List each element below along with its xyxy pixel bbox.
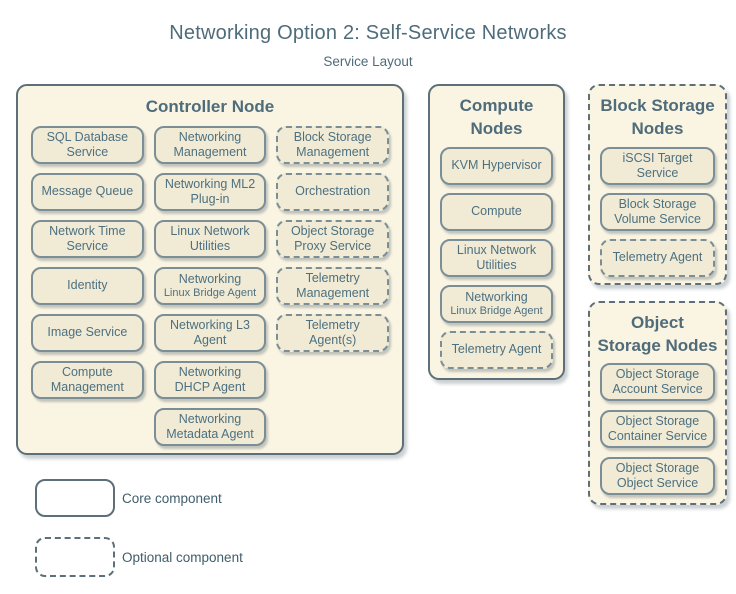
service-box-telemetry-agents: Telemetry Agent(s): [276, 314, 389, 352]
service-box-block-storage-management: Block Storage Management: [276, 126, 389, 164]
service-box-identity: Identity: [31, 267, 144, 305]
service-label: KVM Hypervisor: [451, 158, 542, 173]
legend-optional-label: Optional component: [122, 550, 243, 565]
service-label: Networking ML2 Plug-in: [164, 176, 256, 206]
block-storage-nodes-stack: iSCSI Target Service Block Storage Volum…: [590, 147, 725, 277]
service-box-networking-linux-bridge-agent: Networking Linux Bridge Agent: [440, 285, 553, 323]
service-label: Linux Network Utilities: [170, 223, 250, 253]
page-title: Networking Option 2: Self-Service Networ…: [169, 22, 567, 44]
service-box-object-storage-object-service: Object Storage Object Service: [600, 457, 715, 495]
service-box-networking-management: Networking Management: [153, 126, 267, 164]
service-sublabel: Linux Bridge Agent: [450, 304, 543, 317]
service-label: Object Storage Proxy Service: [290, 223, 375, 253]
service-box-message-queue: Message Queue: [31, 173, 144, 211]
object-storage-nodes-stack: Object Storage Account Service Object St…: [590, 363, 725, 495]
service-label: Image Service: [47, 325, 128, 340]
service-box-compute: Compute: [440, 193, 553, 231]
service-label: Network Time Service: [49, 223, 126, 253]
service-box-iscsi-target-service: iSCSI Target Service: [600, 147, 715, 185]
service-label: Telemetry Agent: [451, 342, 542, 357]
service-label: Message Queue: [41, 184, 134, 199]
service-label: Linux Network Utilities: [456, 242, 537, 272]
service-box-linux-network-utilities: Linux Network Utilities: [153, 220, 267, 258]
service-box-telemetry-agent: Telemetry Agent: [440, 331, 553, 369]
service-box-object-storage-proxy-service: Object Storage Proxy Service: [276, 220, 389, 258]
service-label: Compute: [471, 204, 522, 219]
service-label: Block Storage Management: [293, 129, 372, 159]
object-storage-nodes-title: Object Storage Nodes: [597, 313, 718, 355]
service-box-image-service: Image Service: [31, 314, 144, 352]
compute-nodes-box: Compute Nodes KVM Hypervisor Compute Lin…: [428, 84, 565, 380]
service-label: Object Storage Account Service: [612, 366, 703, 396]
legend-optional-swatch: [35, 537, 115, 577]
block-storage-nodes-title: Block Storage Nodes: [600, 96, 715, 138]
service-label: Telemetry Agent: [612, 250, 703, 265]
service-box-network-time-service: Network Time Service: [31, 220, 144, 258]
service-label: Identity: [67, 278, 108, 293]
service-box-sql-database-service: SQL Database Service: [31, 126, 144, 164]
service-sublabel: Linux Bridge Agent: [163, 286, 257, 299]
service-label: Networking: [465, 289, 528, 304]
service-box-compute-management: Compute Management: [31, 361, 144, 399]
service-box-telemetry-management: Telemetry Management: [276, 267, 389, 305]
service-label: Networking DHCP Agent: [174, 364, 246, 394]
controller-node-box: Controller Node SQL Database Service Net…: [16, 84, 404, 455]
service-label: Networking Management: [173, 129, 247, 159]
service-box-block-storage-volume-service: Block Storage Volume Service: [600, 193, 715, 231]
service-label: Telemetry Management: [296, 270, 370, 300]
service-label: Block Storage Volume Service: [614, 196, 701, 226]
compute-nodes-stack: KVM Hypervisor Compute Linux Network Uti…: [430, 147, 563, 369]
service-box-networking-linux-bridge-agent: Networking Linux Bridge Agent: [153, 267, 267, 305]
page-subtitle: Service Layout: [323, 54, 413, 69]
service-box-linux-network-utilities: Linux Network Utilities: [440, 239, 553, 277]
service-box-networking-l3-agent: Networking L3 Agent: [153, 314, 267, 352]
service-label: Telemetry Agent(s): [305, 317, 360, 347]
object-storage-nodes-box: Object Storage Nodes Object Storage Acco…: [588, 301, 727, 505]
service-label: Compute Management: [50, 364, 124, 394]
legend-core-label: Core component: [122, 491, 222, 506]
service-box-networking-dhcp-agent: Networking DHCP Agent: [153, 361, 267, 399]
service-label: Networking: [178, 271, 242, 286]
service-label: Networking Metadata Agent: [166, 411, 254, 441]
service-label: Object Storage Object Service: [615, 460, 700, 490]
controller-node-title: Controller Node: [145, 97, 275, 116]
compute-nodes-title: Compute Nodes: [459, 96, 534, 138]
legend-core-swatch: [35, 479, 115, 517]
service-label: Orchestration: [295, 184, 371, 199]
service-box-orchestration: Orchestration: [276, 173, 389, 211]
service-box-object-storage-account-service: Object Storage Account Service: [600, 363, 715, 401]
service-label: SQL Database Service: [46, 129, 129, 159]
controller-node-grid: SQL Database Service Networking Manageme…: [31, 126, 389, 446]
service-label: Object Storage Container Service: [607, 413, 708, 443]
service-box-networking-metadata-agent: Networking Metadata Agent: [153, 408, 267, 446]
service-box-networking-ml2-plugin: Networking ML2 Plug-in: [153, 173, 267, 211]
service-box-kvm-hypervisor: KVM Hypervisor: [440, 147, 553, 185]
service-box-telemetry-agent: Telemetry Agent: [600, 239, 715, 277]
service-box-object-storage-container-service: Object Storage Container Service: [600, 410, 715, 448]
block-storage-nodes-box: Block Storage Nodes iSCSI Target Service…: [588, 84, 727, 285]
service-label: iSCSI Target Service: [622, 150, 693, 180]
service-label: Networking L3 Agent: [170, 317, 250, 347]
